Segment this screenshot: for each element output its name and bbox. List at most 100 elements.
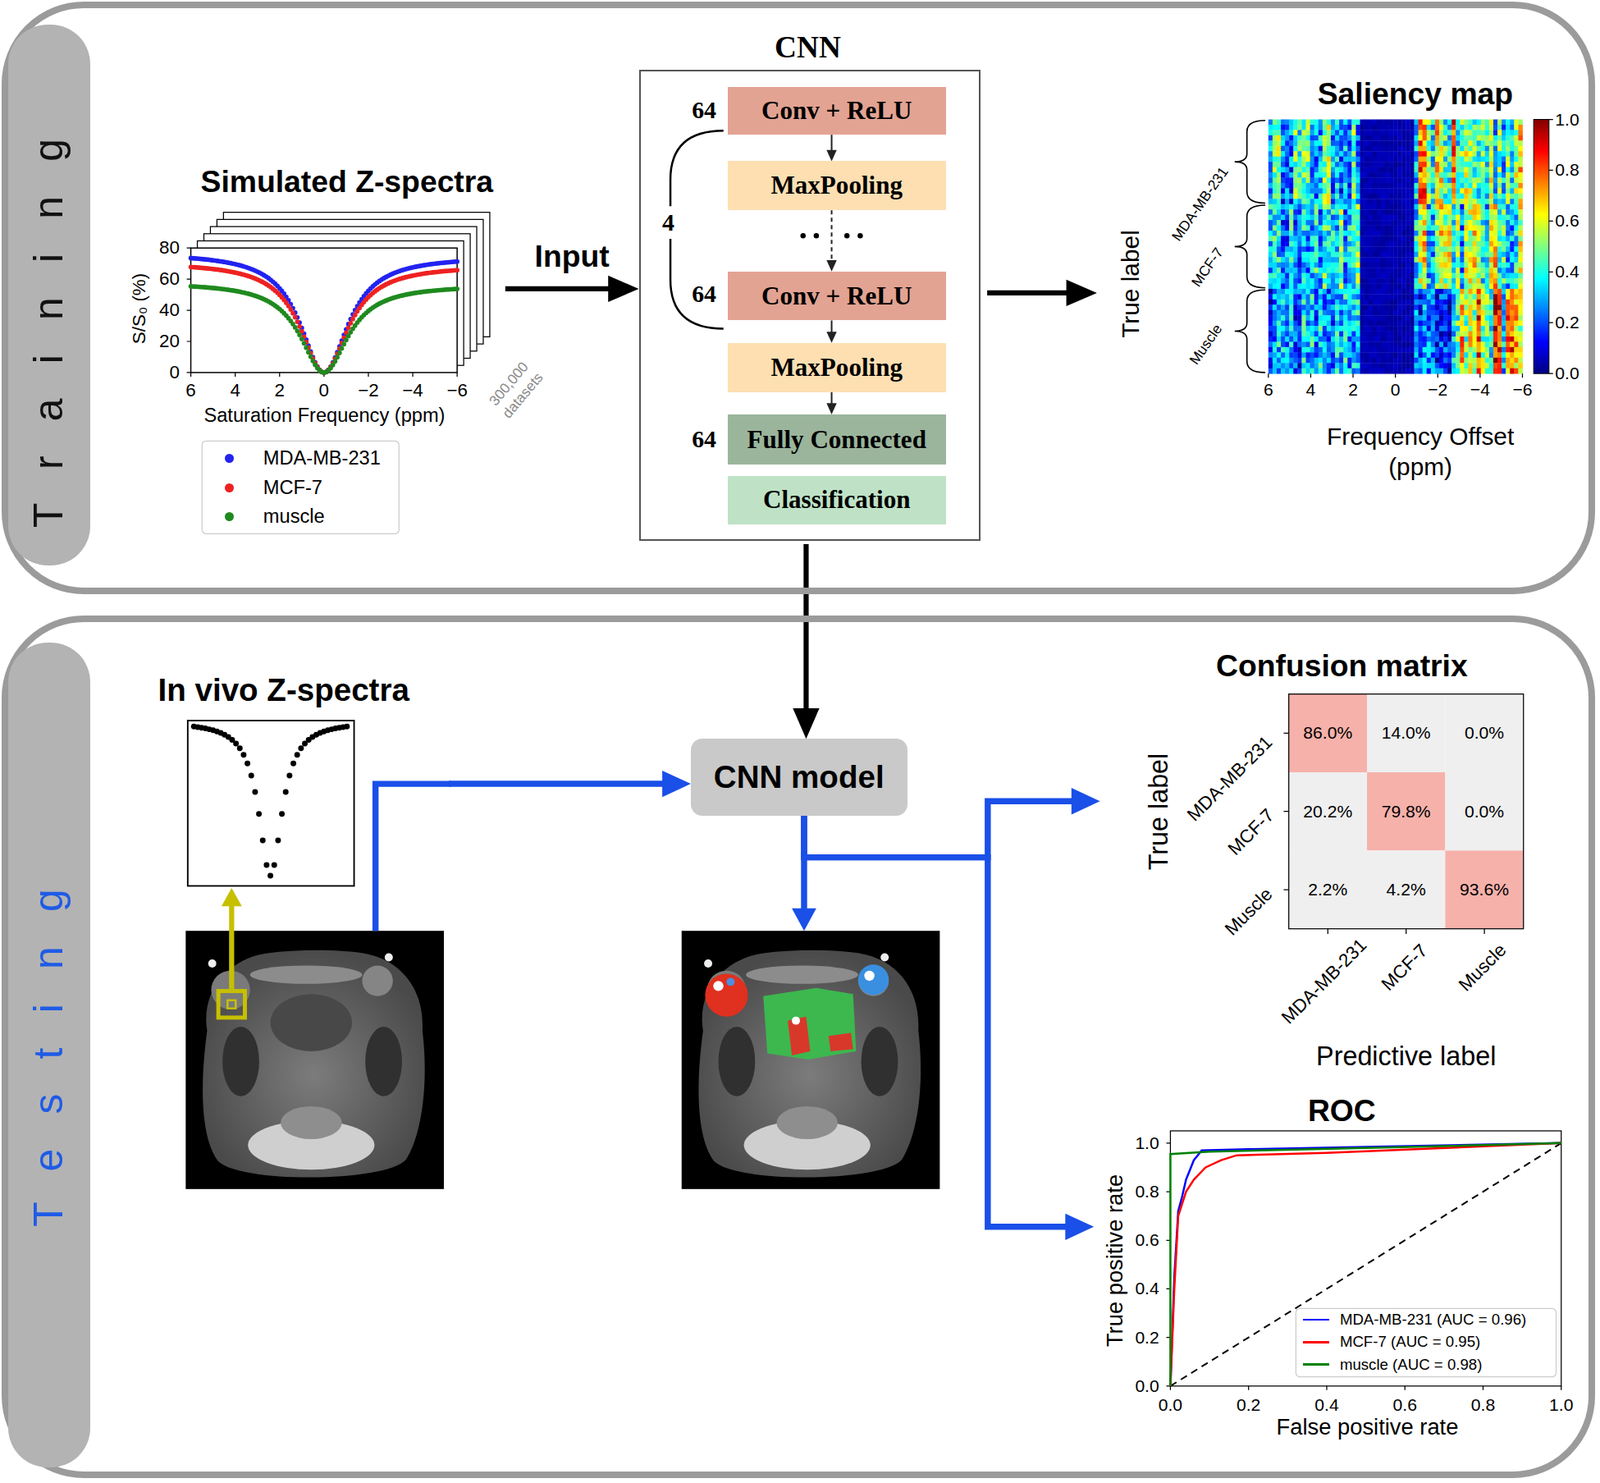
heat-cell xyxy=(1280,235,1285,242)
heat-cell xyxy=(1339,182,1344,189)
heat-cell xyxy=(1364,135,1369,142)
heat-cell xyxy=(1293,135,1298,142)
heat-cell xyxy=(1306,177,1311,183)
heat-cell xyxy=(1322,209,1327,215)
heat-cell xyxy=(1497,156,1502,163)
heat-cell xyxy=(1297,156,1302,163)
heat-cell xyxy=(1334,204,1340,211)
heat-cell xyxy=(1297,204,1302,211)
heat-cell xyxy=(1447,209,1452,215)
heat-cell xyxy=(1509,187,1514,194)
heat-cell xyxy=(1435,150,1440,157)
heat-cell xyxy=(1276,129,1281,136)
heat-cell xyxy=(1372,214,1377,221)
heat-cell xyxy=(1318,156,1323,163)
heat-cell xyxy=(1318,204,1323,211)
heat-cell xyxy=(1322,177,1327,183)
heat-cell xyxy=(1405,225,1410,232)
heat-cell xyxy=(1497,230,1502,237)
heat-cell xyxy=(1447,135,1452,142)
heat-cell xyxy=(1509,135,1514,142)
heat-cell xyxy=(1372,129,1377,136)
heat-cell xyxy=(1485,150,1490,157)
heat-cell xyxy=(1485,204,1490,211)
heat-cell xyxy=(1376,219,1381,226)
heat-cell xyxy=(1380,225,1386,232)
heat-cell xyxy=(1422,177,1427,183)
heat-cell xyxy=(1330,246,1335,252)
heat-cell xyxy=(1418,235,1423,242)
heat-cell xyxy=(1459,167,1464,174)
heat-cell xyxy=(1505,140,1510,147)
heat-cell xyxy=(1334,135,1340,142)
heat-cell xyxy=(1409,230,1414,237)
heat-cell xyxy=(1326,167,1331,174)
heat-cell xyxy=(1380,135,1386,142)
heat-cell xyxy=(1513,129,1518,136)
heat-cell xyxy=(1481,198,1486,205)
heat-cell xyxy=(1376,198,1381,205)
heat-cell xyxy=(1322,256,1327,263)
heat-cell xyxy=(1509,225,1514,232)
heat-cell xyxy=(1397,193,1402,200)
heat-cell xyxy=(1401,135,1406,142)
heat-cell xyxy=(1485,119,1490,126)
heat-cell xyxy=(1505,193,1510,200)
heat-cell xyxy=(1347,198,1352,205)
heat-cell xyxy=(1489,161,1494,168)
spectrum-dot xyxy=(343,337,349,343)
heat-cell xyxy=(1439,214,1444,221)
heat-cell xyxy=(1476,187,1482,194)
spectrum-dot xyxy=(303,345,309,351)
heat-cell xyxy=(1501,177,1506,183)
heat-cell xyxy=(1447,204,1452,211)
heat-cell xyxy=(1418,172,1423,179)
heat-cell xyxy=(1284,214,1290,221)
heat-cell xyxy=(1509,251,1514,258)
heat-cell xyxy=(1426,193,1431,200)
heat-cell xyxy=(1380,204,1386,211)
heat-cell xyxy=(1343,140,1348,147)
heat-cell xyxy=(1355,135,1360,142)
heat-cell xyxy=(1318,256,1323,263)
heat-cell xyxy=(1314,187,1319,194)
heat-cell xyxy=(1380,209,1386,215)
heat-cell xyxy=(1435,156,1440,163)
heat-cell xyxy=(1306,129,1311,136)
heat-cell xyxy=(1497,241,1502,247)
heat-cell xyxy=(1463,182,1468,189)
heat-cell xyxy=(1405,146,1410,152)
heat-cell xyxy=(1330,225,1335,232)
heat-cell xyxy=(1493,146,1498,152)
heat-cell xyxy=(1314,182,1319,189)
heat-cell xyxy=(1451,235,1456,242)
heat-cell xyxy=(1289,172,1294,179)
heat-cell xyxy=(1393,251,1398,258)
heat-cell xyxy=(1430,209,1436,215)
heat-cell xyxy=(1409,156,1414,163)
heat-cell xyxy=(1368,140,1373,147)
heat-cell xyxy=(1509,209,1514,215)
heat-cell xyxy=(1481,156,1486,163)
heat-cell xyxy=(1435,230,1440,237)
heat-cell xyxy=(1268,156,1273,163)
heat-cell xyxy=(1439,251,1444,258)
heat-cell xyxy=(1439,161,1444,168)
heat-cell xyxy=(1413,146,1418,152)
heat-cell xyxy=(1272,129,1277,136)
heat-cell xyxy=(1347,235,1352,242)
heat-cell xyxy=(1501,241,1506,247)
ellipsis-dot xyxy=(813,233,819,238)
heat-cell xyxy=(1393,172,1398,179)
heat-cell xyxy=(1389,193,1394,200)
heat-cell xyxy=(1314,177,1319,183)
heat-cell xyxy=(1351,214,1356,221)
heat-cell xyxy=(1485,198,1490,205)
heat-cell xyxy=(1513,177,1518,183)
heat-cell xyxy=(1389,235,1394,242)
heat-cell xyxy=(1443,204,1448,211)
heat-cell xyxy=(1405,177,1410,183)
heat-cell xyxy=(1422,167,1427,174)
heat-cell xyxy=(1314,140,1319,147)
heat-cell xyxy=(1451,119,1456,126)
